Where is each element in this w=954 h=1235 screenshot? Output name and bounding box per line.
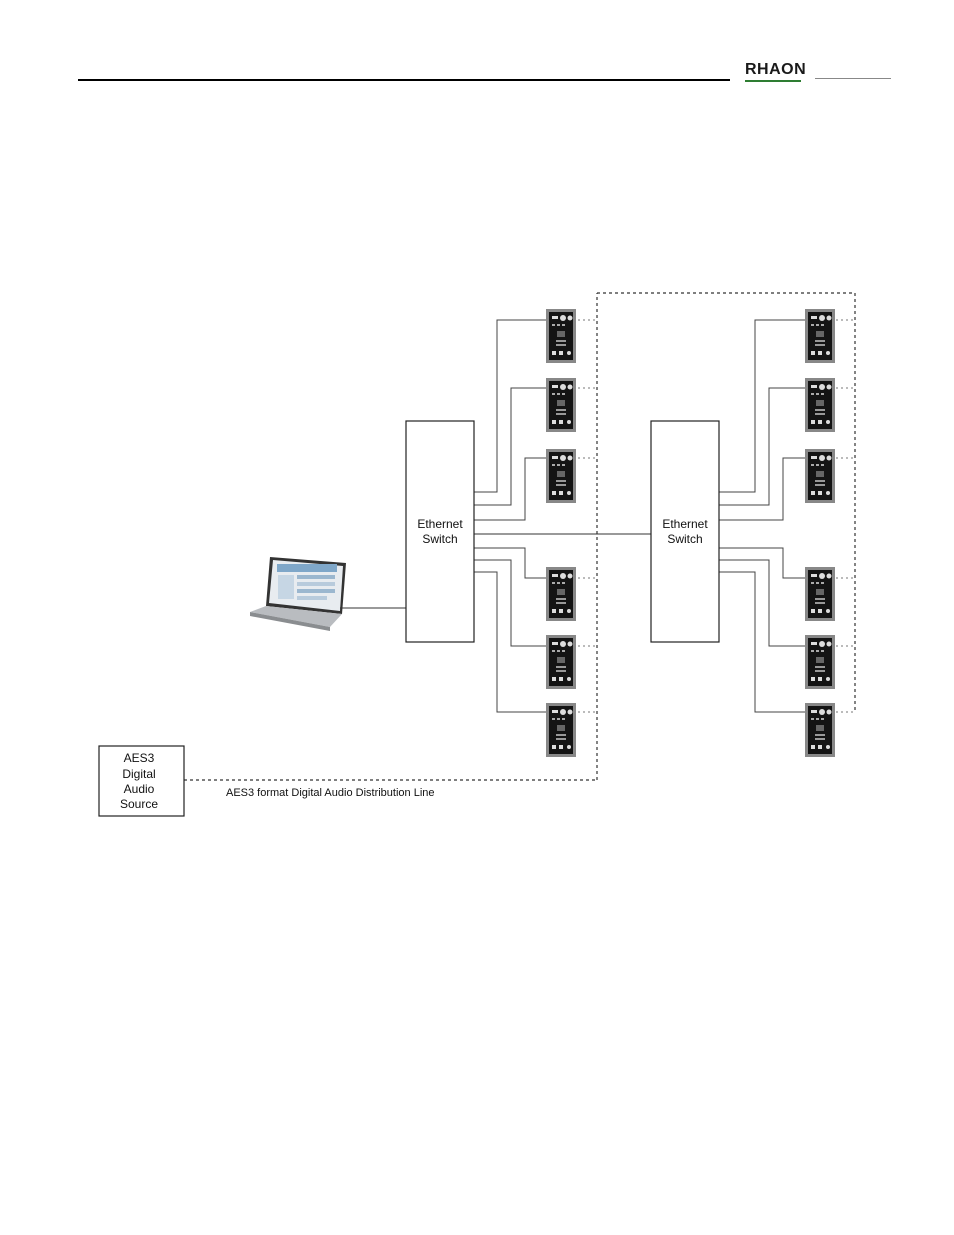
source-label-1: AES3 (124, 751, 155, 765)
amplifier-module-icon (805, 449, 835, 503)
amplifier-module-icon (805, 309, 835, 363)
amplifier-module-icon (546, 635, 576, 689)
amplifier-module-icon (546, 567, 576, 621)
laptop-icon (250, 557, 346, 631)
amplifier-module-icon (805, 635, 835, 689)
source-label-2: Digital (122, 767, 155, 781)
switch-right-label-1: Ethernet (662, 517, 708, 531)
amplifier-module-icon (546, 449, 576, 503)
switch-left-label-1: Ethernet (417, 517, 463, 531)
amplifier-module-icon (546, 378, 576, 432)
distribution-line-label: AES3 format Digital Audio Distribution L… (226, 787, 435, 799)
switch-right-label-2: Switch (667, 532, 702, 546)
amplifier-module-icon (546, 309, 576, 363)
amplifier-module-icon (546, 703, 576, 757)
source-label-4: Source (120, 797, 158, 811)
source-label-3: Audio (124, 782, 155, 796)
amplifier-module-icon (805, 567, 835, 621)
amplifier-module-icon (805, 378, 835, 432)
switch-left-label-2: Switch (422, 532, 457, 546)
amplifier-module-icon (805, 703, 835, 757)
